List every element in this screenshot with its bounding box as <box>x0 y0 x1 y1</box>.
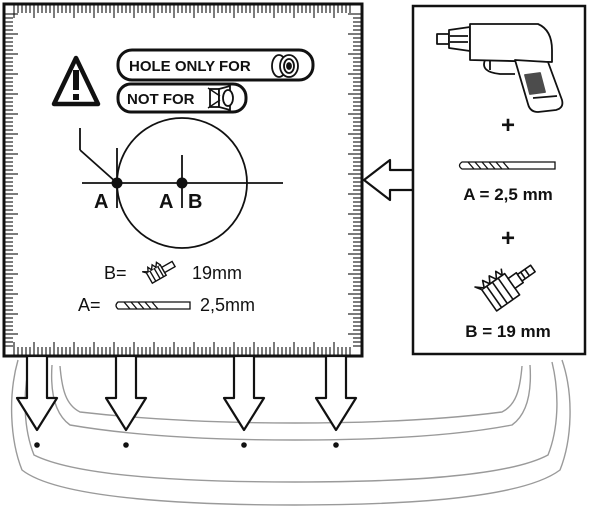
drill-bit-icon-small <box>115 301 191 310</box>
legend-a-value: 2,5mm <box>200 295 255 315</box>
legend-b-value: 19mm <box>192 263 242 283</box>
hole-only-for-text: HOLE ONLY FOR <box>129 58 251 75</box>
hole-only-for-label <box>116 48 315 82</box>
drill-point-dot <box>34 442 40 448</box>
plus-sign-2: + <box>501 225 515 252</box>
warning-triangle-icon <box>51 55 101 107</box>
drill-point-dot <box>123 442 129 448</box>
power-drill-icon <box>436 23 564 113</box>
not-for-text: NOT FOR <box>127 91 195 108</box>
hole-saw-label: B = 19 mm <box>465 322 551 341</box>
sensor-bracket-icon <box>207 84 234 112</box>
hole-saw-icon <box>474 264 536 312</box>
left-arrow <box>362 158 415 202</box>
drill-point-dot <box>241 442 247 448</box>
sensor-icon <box>271 54 299 78</box>
legend-a-prefix: A= <box>78 295 101 315</box>
drill-point-dot <box>333 442 339 448</box>
down-arrow <box>15 354 59 432</box>
plus-sign-1: + <box>501 112 515 139</box>
down-arrow <box>222 354 266 432</box>
rear-bumper-outline <box>10 359 571 506</box>
point-b-label: B <box>188 191 202 213</box>
legend-b-prefix: B= <box>104 263 127 283</box>
hole-saw-icon-small <box>142 260 177 285</box>
point-a-label: A <box>94 191 108 213</box>
ruler-ticks <box>4 4 362 356</box>
down-arrow <box>314 354 358 432</box>
down-arrow <box>104 354 148 432</box>
point-b-marker <box>176 177 188 189</box>
drill-bit-icon <box>458 161 556 170</box>
point-a-marker <box>111 177 123 189</box>
leader-line-diagonal <box>79 149 118 184</box>
down-arrows <box>15 354 358 448</box>
drill-bit-label: A = 2,5 mm <box>463 185 553 204</box>
point-a-label-center: A <box>159 191 173 213</box>
